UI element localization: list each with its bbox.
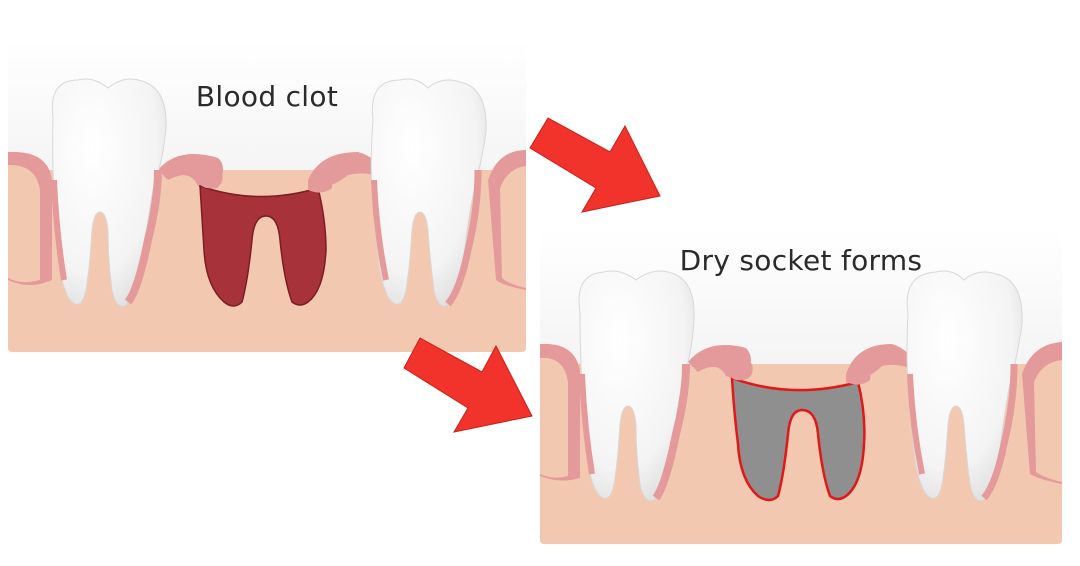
tooth-right (906, 270, 1023, 502)
dry-socket-label: Dry socket forms (679, 244, 923, 277)
arrow-right-down-icon (529, 117, 661, 213)
dry-socket-illustration (540, 228, 1062, 544)
tooth-left (51, 78, 167, 307)
blood-clot-panel: Blood clot (8, 40, 526, 352)
socket-clot (199, 184, 327, 307)
tooth-right (370, 78, 487, 307)
tooth-left (578, 270, 695, 502)
dry-socket-panel: Dry socket forms (540, 228, 1062, 544)
arrow-right-down-icon (403, 337, 533, 433)
socket-dry (730, 376, 866, 502)
blood-clot-label: Blood clot (195, 80, 339, 113)
blood-clot-illustration (8, 40, 526, 352)
